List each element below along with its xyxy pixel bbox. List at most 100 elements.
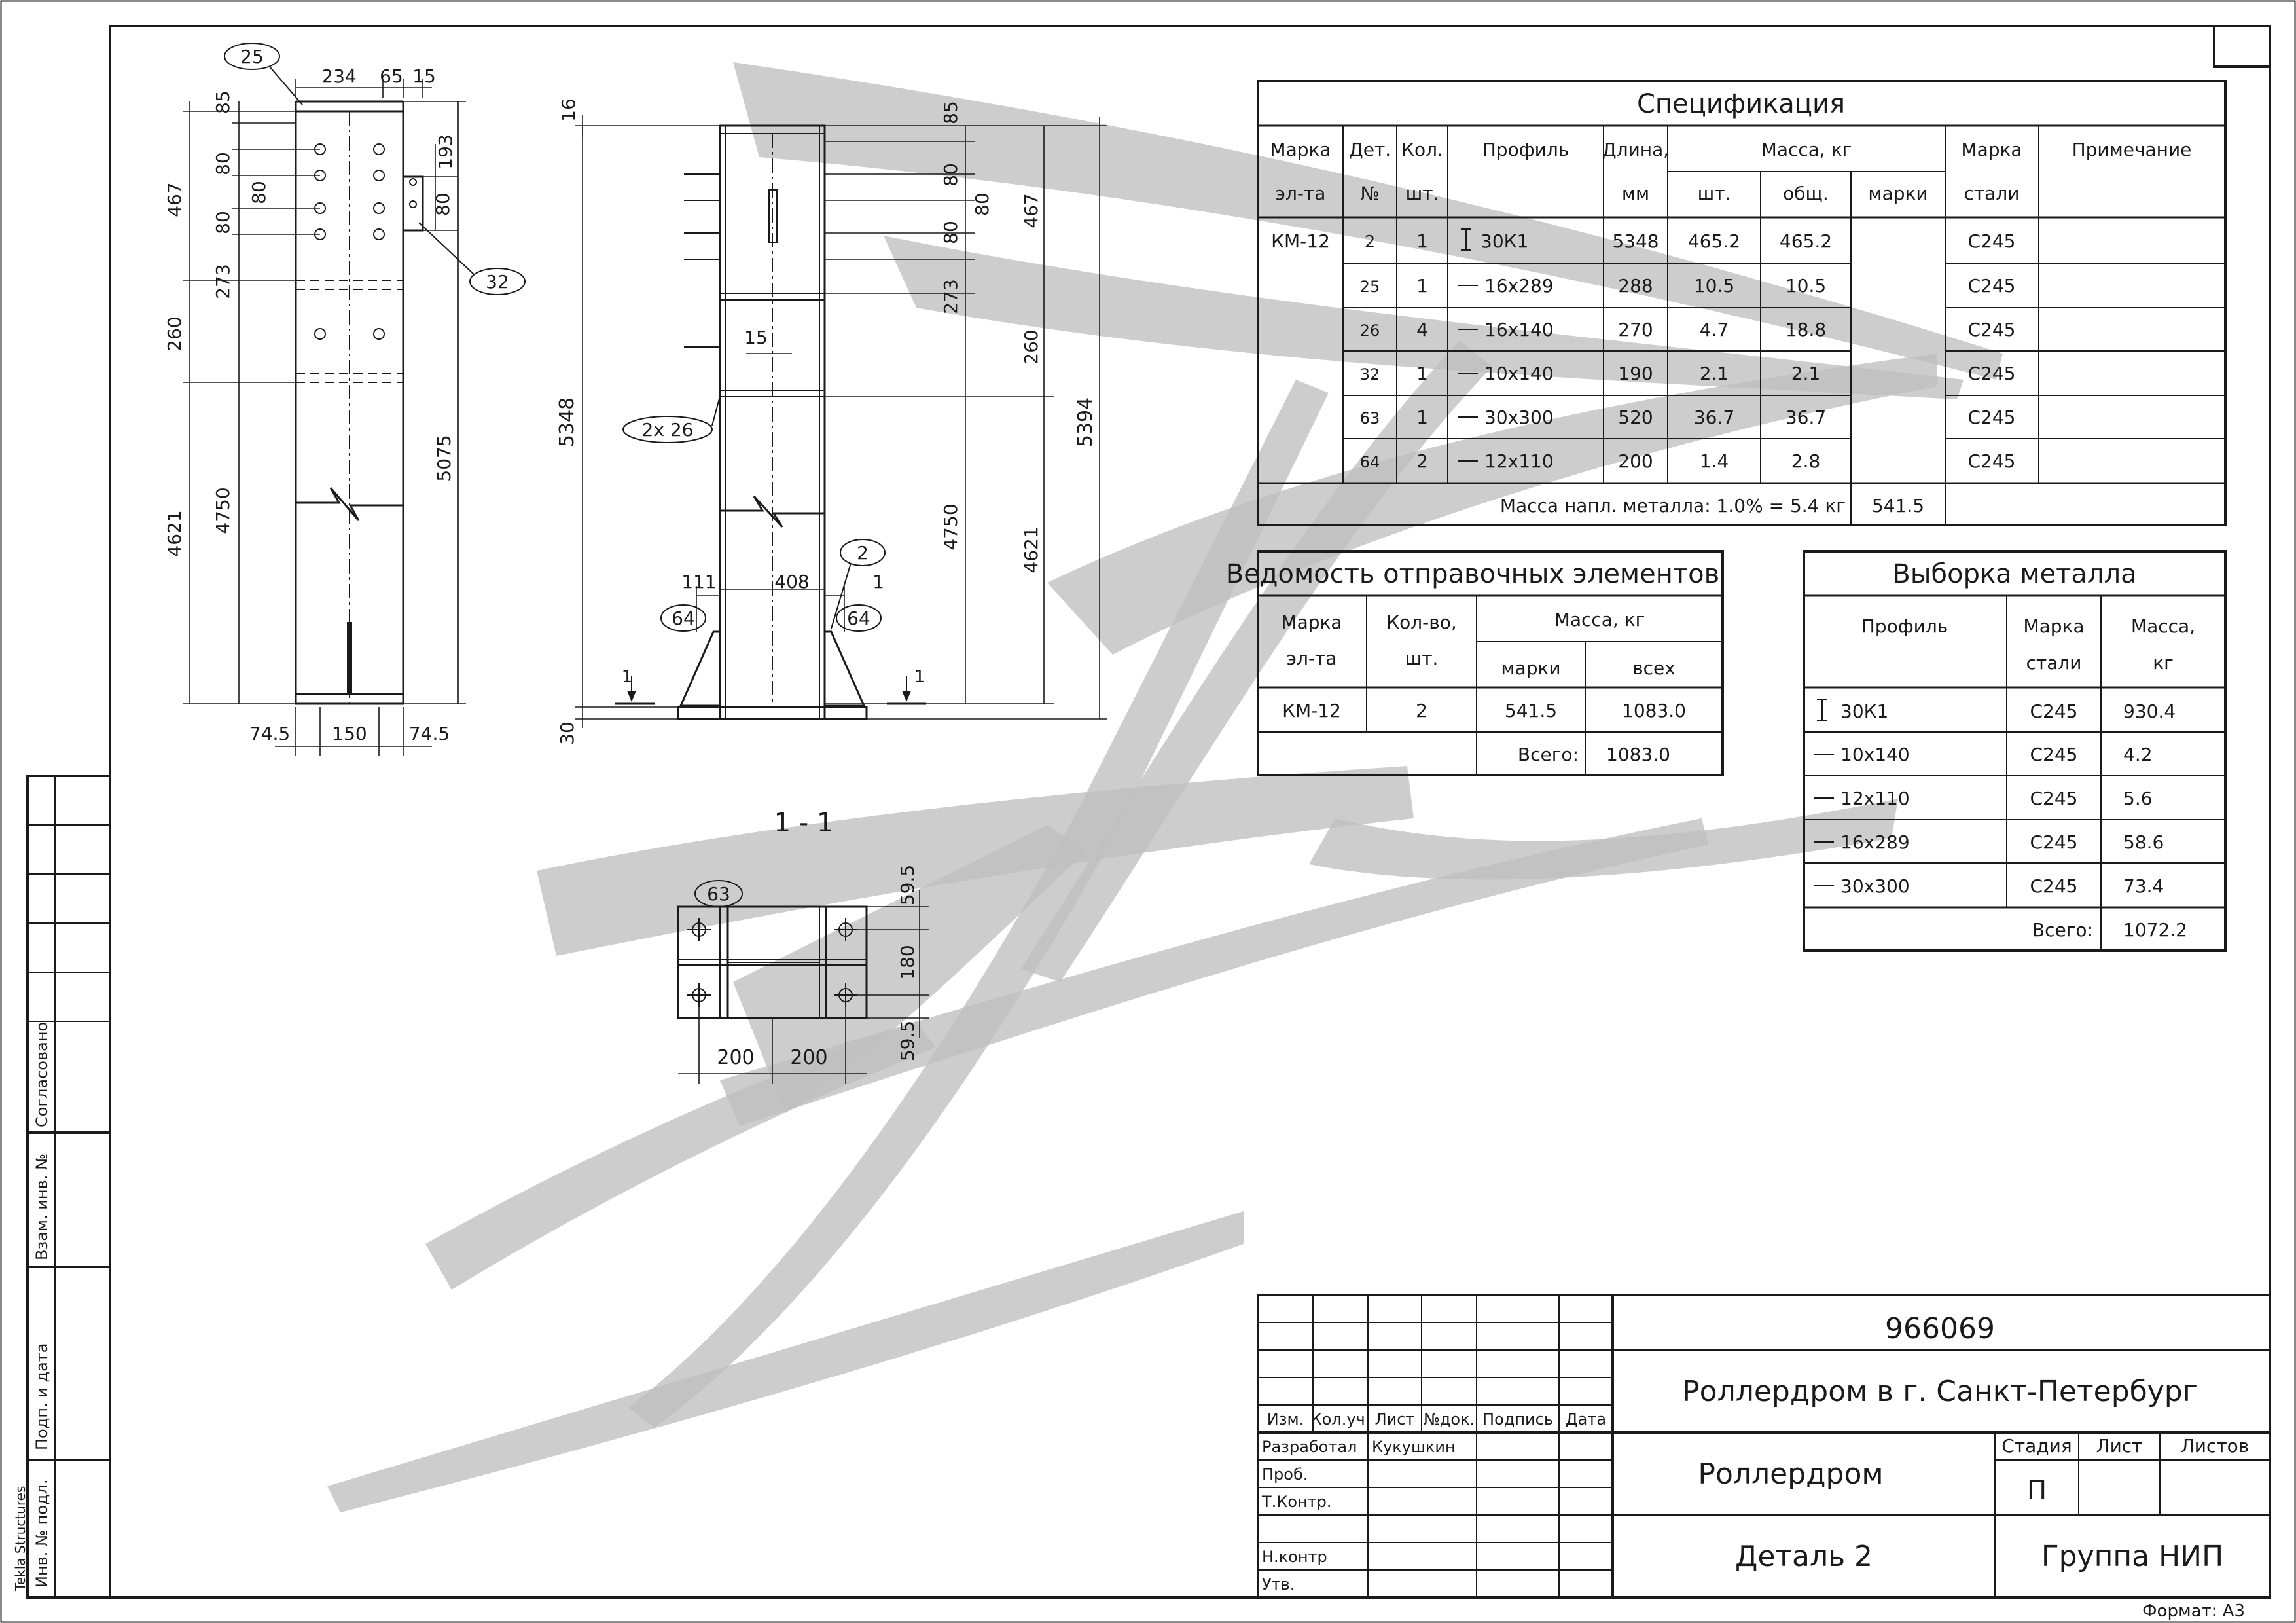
metal-cell-profile: 30x300 xyxy=(1840,875,1910,897)
col-date: Дата xyxy=(1566,1410,1606,1429)
col-koluch: Кол.уч. xyxy=(1311,1410,1371,1429)
spec-h-steel-1: Марка xyxy=(1961,139,2022,160)
spec-h-mark-1: Марка xyxy=(1270,139,1331,160)
front-dim-80d: 80 xyxy=(432,192,454,216)
section-dim-180: 180 xyxy=(897,945,918,979)
spec-cell-unit: 36.7 xyxy=(1694,407,1734,428)
front-dim-15: 15 xyxy=(412,65,436,87)
side-label-sign-date: Подп. и дата xyxy=(33,1343,51,1451)
spec-cell-profile: 30К1 xyxy=(1480,230,1528,252)
front-dim-80a: 80 xyxy=(212,152,234,175)
table-row: 16x289 С245 58.6 xyxy=(1814,831,2164,853)
section-title: 1 - 1 xyxy=(774,808,834,838)
stage-label: Стадия xyxy=(2001,1435,2072,1457)
spec-cell-qty: 1 xyxy=(1416,363,1428,384)
spec-cell-profile: 10x140 xyxy=(1484,363,1554,384)
spec-cell-unit: 465.2 xyxy=(1688,230,1740,252)
metal-cell-mass: 930.4 xyxy=(2123,701,2176,722)
spec-cell-det: 26 xyxy=(1360,321,1380,340)
ship-h-qty-2: шт. xyxy=(1405,647,1439,669)
role-tcontr: Т.Контр. xyxy=(1261,1493,1332,1511)
spec-cell-length: 190 xyxy=(1618,363,1653,384)
front-dim-273: 273 xyxy=(212,264,234,299)
spec-cell-total: 10.5 xyxy=(1785,275,1826,297)
col-sign: Подпись xyxy=(1482,1410,1553,1429)
ship-cell-mark-mass: 541.5 xyxy=(1505,700,1557,721)
spec-cell-steel: С245 xyxy=(1968,319,2016,340)
front-dim-80b: 80 xyxy=(248,181,270,204)
metal-cell-steel: С245 xyxy=(2030,831,2078,853)
table-row: КМ-12 2 541.5 1083.0 xyxy=(1282,700,1686,721)
spec-cell-length: 5348 xyxy=(1612,230,1659,252)
sheet-label: Лист xyxy=(2096,1435,2143,1457)
spec-cell-steel: С245 xyxy=(1968,275,2016,297)
side-dim-467: 467 xyxy=(1020,193,1042,228)
spec-cell-profile: 16x289 xyxy=(1484,275,1554,297)
sheets-label: Листов xyxy=(2181,1435,2250,1457)
side-dim-5348: 5348 xyxy=(556,397,579,447)
project-name: Роллердром в г. Санкт-Петербург xyxy=(1682,1375,2198,1408)
metal-total: 1072.2 xyxy=(2123,919,2187,941)
table-row: КМ-12 2 1 30К1 5348 465.2 465.2 С245 xyxy=(1271,228,2016,252)
role-check: Проб. xyxy=(1262,1465,1308,1484)
corner-box xyxy=(2213,25,2271,68)
spec-h-qty-2: шт. xyxy=(1406,183,1439,204)
ship-total-label: Всего: xyxy=(1518,744,1579,765)
metal-cell-mass: 4.2 xyxy=(2123,744,2153,765)
cut-mark-right: 1 xyxy=(914,667,925,687)
ship-h-mark-1: Марка xyxy=(1281,611,1342,633)
section-view: 1 - 1 59.5 180 59.5 200 200 63 xyxy=(677,808,929,1084)
table-row: 26 4 16x140 270 4.7 18.8 С245 xyxy=(1360,319,2016,340)
section-dim-bottom: 59.5 xyxy=(897,1021,918,1061)
spec-h-det-1: Дет. xyxy=(1349,139,1391,160)
spec-cell-qty: 1 xyxy=(1416,407,1428,428)
front-dim-5075: 5075 xyxy=(433,435,455,481)
front-dim-260: 260 xyxy=(164,316,185,351)
spec-cell-unit: 10.5 xyxy=(1694,275,1734,297)
front-dim-467: 467 xyxy=(164,182,185,217)
spec-h-mark-2: эл-та xyxy=(1276,183,1326,204)
side-dim-80b: 80 xyxy=(971,192,993,216)
side-dim-408: 408 xyxy=(774,571,809,593)
spec-h-profile: Профиль xyxy=(1482,139,1570,160)
spec-title: Спецификация xyxy=(1637,89,1845,119)
ship-h-qty-1: Кол-во, xyxy=(1386,611,1457,633)
metal-cell-profile: 10x140 xyxy=(1840,744,1910,765)
spec-mark-total: 541.5 xyxy=(1872,495,1924,517)
drawing-name: Деталь 2 xyxy=(1735,1540,1873,1573)
section-dim-200-left: 200 xyxy=(717,1046,754,1069)
title-block: 966069 Роллердром в г. Санкт-Петербург Р… xyxy=(1257,1294,2271,1599)
i-beam-icon xyxy=(1461,228,1471,251)
left-stamp: Согласовано Взам. инв. № Подп. и дата Ин… xyxy=(12,775,111,1599)
metal-cell-steel: С245 xyxy=(2030,744,2078,765)
metal-h-steel-2: стали xyxy=(2026,652,2082,674)
spec-h-det-2: № xyxy=(1360,183,1379,204)
cut-mark-left: 1 xyxy=(622,667,633,687)
spec-cell-mark: КМ-12 xyxy=(1271,230,1330,252)
metal-h-steel-1: Марка xyxy=(2023,615,2084,637)
callout-25: 25 xyxy=(240,46,264,67)
section-dim-200-right: 200 xyxy=(790,1046,827,1069)
table-row: 30x300 С245 73.4 xyxy=(1814,875,2164,897)
spec-cell-det: 64 xyxy=(1360,453,1380,471)
spec-cell-unit: 1.4 xyxy=(1700,450,1729,472)
ship-h-mass: Масса, кг xyxy=(1554,609,1645,630)
front-dim-150: 150 xyxy=(332,723,367,744)
spec-cell-length: 200 xyxy=(1618,450,1653,472)
side-label-inv: Инв. № подл. xyxy=(33,1479,51,1588)
spec-cell-qty: 1 xyxy=(1416,275,1428,297)
spec-cell-profile: 16x140 xyxy=(1484,319,1554,340)
side-view: 16 5348 85 80 80 80 467 273 260 5394 475… xyxy=(556,98,1107,745)
spec-cell-length: 520 xyxy=(1618,407,1653,428)
doc-code: 966069 xyxy=(1885,1312,1995,1345)
table-row: 10x140 С245 4.2 xyxy=(1814,744,2153,765)
spec-cell-total: 2.1 xyxy=(1791,363,1821,384)
spec-cell-length: 270 xyxy=(1618,319,1653,340)
spec-weld-note: Масса напл. металла: 1.0% = 5.4 кг xyxy=(1500,495,1846,517)
spec-h-note: Примечание xyxy=(2072,139,2192,160)
spec-cell-length: 288 xyxy=(1618,275,1653,297)
metal-cell-mass: 73.4 xyxy=(2123,875,2164,897)
spec-cell-profile: 12x110 xyxy=(1484,450,1554,472)
spec-h-mass-mark: марки xyxy=(1868,183,1928,204)
